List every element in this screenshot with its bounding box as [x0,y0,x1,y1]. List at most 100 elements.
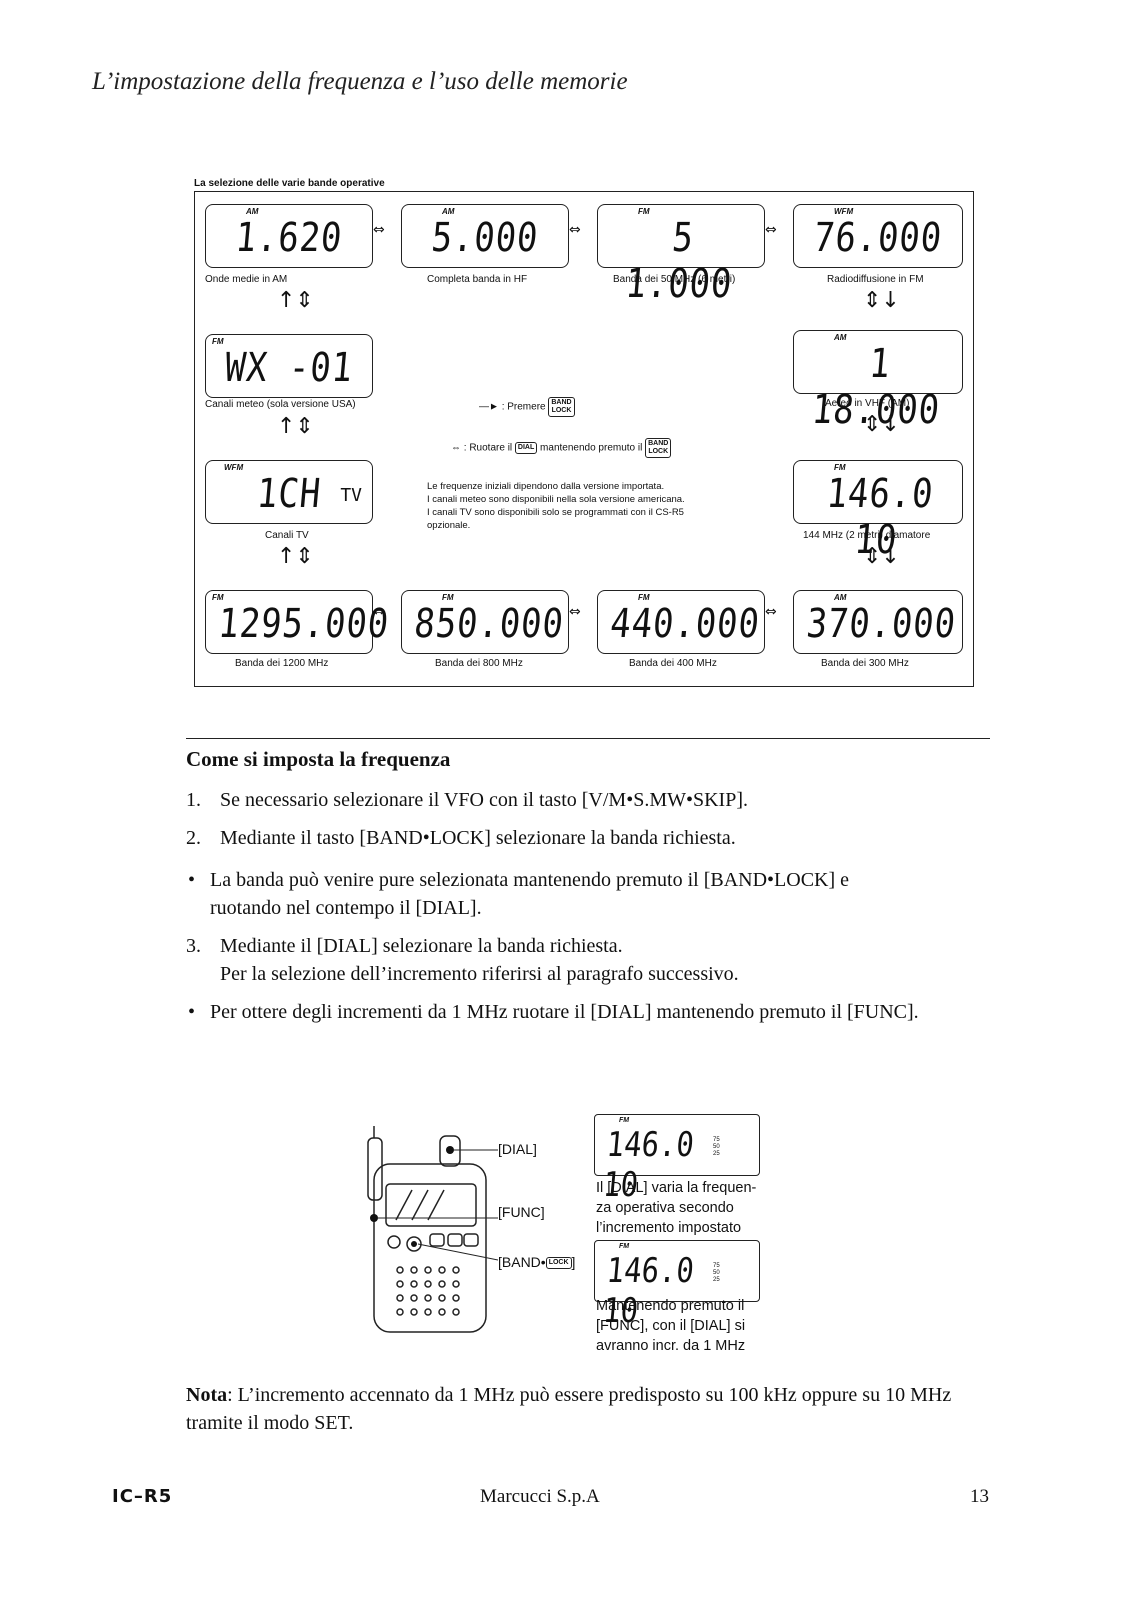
key-lock-label: LOCK [551,407,572,414]
rotate-arrow-icon: ⇔ [765,604,777,620]
note-line: I canali TV sono disponibili solo se pro… [427,507,684,518]
lcd-mode-label: FM [442,593,454,602]
band-label: Banda dei 1200 MHz [235,658,329,669]
lcd-mode-label: FM [212,593,224,602]
note-label: Nota [186,1384,228,1406]
lcd-mode-label: FM [638,207,650,216]
footer-company: Marcucci S.p.A [480,1486,600,1507]
lcd-func-dial: FM 146.0 10 75 50 25 [594,1240,760,1331]
lcd-frequency: 1295.000 [216,601,392,647]
diagram-notes: Le frequenze iniziali dipendono dalla ve… [427,480,767,532]
lcd-fm-144: FM 146.0 10 [793,460,963,563]
key-band-label: BAND [551,399,572,406]
note-text: : L’incremento accennato da 1 MHz può es… [186,1384,952,1434]
bullet-marker: • [188,1001,196,1023]
lcd-frequency: 5 1.000 [623,215,735,307]
lcd-mode-label: AM [246,207,259,216]
rotate-arrow-icon: ⇔ [765,222,777,238]
lcd-am-300: AM 370.000 [793,590,963,654]
lcd-fm-1200: FM 1295.000 [205,590,392,654]
lcd-mode-label: FM [619,1117,630,1124]
dial-callout: [DIAL] [498,1141,537,1157]
lcd-frequency: 1.620 [233,215,345,261]
press-rotate-vertical-arrows-icon: ⇕↓ [863,544,900,569]
lcd-mode-label: AM [834,333,847,342]
press-rotate-vertical-arrows-icon: ↑⇕ [277,288,314,313]
press-rotate-vertical-arrows-icon: ↑⇕ [277,414,314,439]
step-number: 2. [186,827,201,849]
band-label: Canali meteo (sola versione USA) [205,399,356,410]
lcd-fm-wx: FM WX -01 [205,334,373,398]
band-label: Banda dei 400 MHz [629,658,717,669]
lcd-mode-label: FM [619,1243,630,1250]
press-rotate-vertical-arrows-icon: ↑⇕ [277,544,314,569]
legend-press: —► : Premere BAND LOCK [479,397,575,417]
lcd-mode-label: FM [834,463,846,472]
band-label: Canali TV [265,530,309,541]
lcd-frequency: 440.000 [608,601,762,647]
lcd-wfm-tv: WFM 1CH TV [205,460,373,524]
rotate-arrow-icon: ⇔ [373,222,385,238]
diagram-caption: La selezione delle varie bande operative [194,178,385,189]
page-header-title: L’impostazione della frequenza e l’uso d… [92,68,628,95]
bullet-text: La banda può venire pure selezionata man… [210,869,850,919]
band-callout-label: [BAND• [498,1254,546,1270]
section-heading: Come si imposta la frequenza [186,747,451,771]
rotate-arrow-icon: ⇔ [569,222,581,238]
rotate-arrow-icon: ⇔ [451,442,461,454]
step-number: 3. [186,935,201,957]
step-text: Se necessario selezionare il VFO con il … [220,789,748,811]
step-item: 1. Se necessario selezionare il VFO con … [186,786,986,814]
legend-press-label: : Premere [501,401,546,413]
lcd-fm-400: FM 440.000 [597,590,765,654]
lcd1-caption: Il [DIAL] varia la frequen- za operativa… [596,1180,757,1236]
dial-key-icon: DIAL [514,442,538,454]
lcd-tv-indicator: TV [340,485,362,506]
func-callout: [FUNC] [498,1204,545,1220]
lcd-fm-50: FM 5 1.000 [597,204,765,307]
lcd-frequency: WX -01 [222,345,356,391]
lcd-wfm-fm: WFM 76.000 [793,204,963,268]
key-lock-label: LOCK [648,448,669,455]
band-label: Banda dei 300 MHz [821,658,909,669]
radio-illustration [367,1126,498,1333]
band-lock-key-icon: BAND LOCK [645,438,672,458]
legend-hold-label: mantenendo premuto il [540,442,643,454]
bullet-item: • La banda può venire pure selezionata m… [186,866,986,922]
page-number: 13 [970,1486,989,1507]
band-callout-close: ] [571,1254,576,1270]
band-label: 144 MHz (2 metri) d’amatore [803,530,931,541]
lcd-mode-label: AM [442,207,455,216]
band-lock-key-icon: BAND LOCK [548,397,575,417]
step-item: 2. Mediante il tasto [BAND•LOCK] selezio… [186,824,986,852]
band-lock-callout: [BAND•LOCK] [498,1254,575,1270]
press-rotate-vertical-arrows-icon: ⇕↓ [863,412,900,437]
lcd-frequency: 76.000 [811,215,945,261]
lcd-step-values: 75 50 25 [713,1137,720,1157]
lcd-dial-step: FM 146.0 10 75 50 25 [594,1114,760,1205]
lcd-am-hf: AM 5.000 [401,204,569,268]
key-band-label: BAND [648,440,669,447]
step-text: Mediante il [DIAL] selezionare la banda … [220,935,739,985]
lcd-frequency: 5.000 [429,215,541,261]
lcd-am-mw: AM 1.620 [205,204,373,268]
lcd2-caption: Mantenendo premuto il [FUNC], con il [DI… [596,1298,746,1354]
band-label: Radiodiffusione in FM [827,274,924,285]
footer-model: IC–R5 [112,1486,173,1507]
band-selection-diagram: AM 1.620 Onde medie in AM AM 5.000 Compl… [194,191,974,687]
press-arrow-icon: —► [479,401,499,413]
lcd-mode-label: FM [212,337,224,346]
legend-rotate: ⇔ : Ruotare il DIAL mantenendo premuto i… [451,438,672,458]
note-line: Le frequenze iniziali dipendono dalla ve… [427,481,665,492]
bullet-marker: • [188,869,196,891]
lcd-fm-800: FM 850.000 [401,590,569,654]
step-text: Mediante il tasto [BAND•LOCK] selezionar… [220,827,736,849]
section-divider [186,738,990,739]
step-item: 3. Mediante il [DIAL] selezionare la ban… [186,932,986,988]
step-number: 1. [186,789,201,811]
note-paragraph: Nota: L’incremento accennato da 1 MHz pu… [186,1381,986,1437]
legend-rotate-label: : Ruotare il [463,442,513,454]
lcd-mode-label: AM [834,593,847,602]
note-line: opzionale. [427,520,471,531]
band-label: Completa banda in HF [427,274,528,285]
